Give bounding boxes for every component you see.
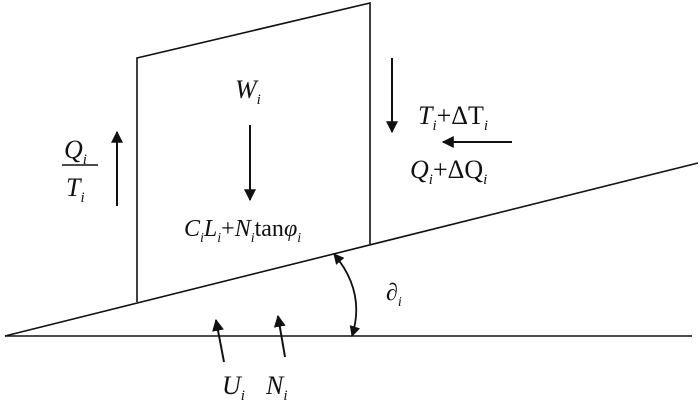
- left-bottom-label: Ti: [66, 173, 85, 206]
- soil-slice: [136, 1, 371, 302]
- base-resistance-label: CiLi+Nitanφi: [184, 216, 301, 246]
- bottom-left-label: Ui: [222, 371, 245, 404]
- angle-arc: [333, 253, 361, 338]
- angle-label: ∂i: [386, 280, 402, 310]
- right-bottom-label: Qi+ΔQi: [410, 155, 487, 188]
- pore-pressure-arrow: [212, 318, 225, 363]
- bottom-right-label: Ni: [265, 371, 288, 404]
- right-top-label: Ti+ΔTi: [418, 101, 488, 134]
- inclined-slip-surface: [4, 162, 699, 337]
- left-top-label: Qi: [64, 135, 87, 168]
- weight-label: Wi: [235, 75, 261, 108]
- normal-force-arrow: [273, 314, 286, 358]
